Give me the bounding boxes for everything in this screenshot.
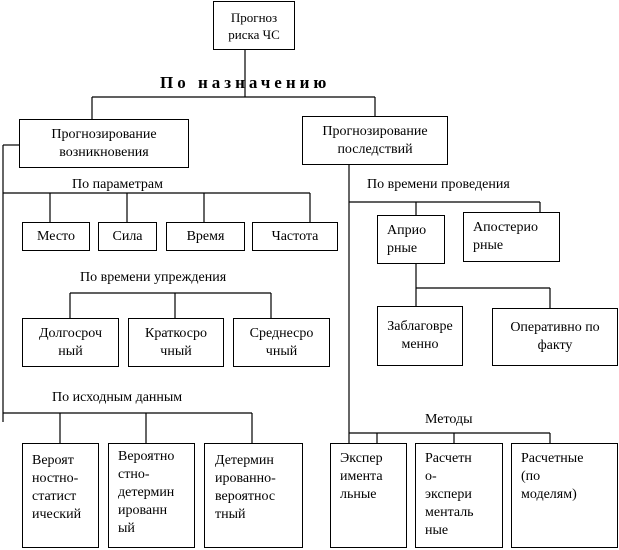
box-line: льные <box>340 487 377 502</box>
box-line: статист <box>32 489 77 504</box>
parameter-box: Сила <box>98 222 157 251</box>
box-line: Долгосроч <box>39 325 102 341</box>
time-box-aposteriori: Апостерио рные <box>463 212 560 262</box>
source-data-label: По исходным данным <box>52 390 183 405</box>
parameter-label: Сила <box>112 228 143 244</box>
box-line: чный <box>265 343 298 359</box>
box-line: о- <box>425 469 437 484</box>
box-line: Среднесро <box>249 325 314 341</box>
box-line: ированн <box>118 503 168 518</box>
box-line: Расчетные <box>521 451 584 466</box>
parameter-label: Время <box>186 228 225 244</box>
box-line: рные <box>387 241 418 256</box>
box-line: ический <box>32 507 82 522</box>
box-line: детермин <box>118 485 175 500</box>
box-line: Детермин <box>215 453 274 468</box>
apriori-sub-box: Заблаговре менно <box>377 306 463 366</box>
purpose-heading: По назначению <box>160 73 331 92</box>
occurrence-title-line: возникновения <box>59 144 149 160</box>
apriori-sub-box: Оперативно по факту <box>492 308 618 366</box>
parameter-label: Место <box>37 228 75 244</box>
time-box-apriori: Априо рные <box>377 215 445 264</box>
lead-time-box: Краткосро чный <box>128 318 224 367</box>
box-line: Вероят <box>32 453 74 468</box>
source-data-box: Детермин ированно- вероятнос тный <box>204 443 303 548</box>
box-line: (по <box>521 469 541 484</box>
box-line: Краткосро <box>145 325 207 341</box>
root-box: Прогноз риска ЧС <box>213 1 295 50</box>
box-line: экспери <box>425 487 472 502</box>
box-line: Экспер <box>340 451 383 466</box>
parameter-box: Частота <box>252 222 338 251</box>
box-line: вероятнос <box>215 489 276 504</box>
box-line: ный <box>58 343 83 359</box>
time-label: По времени проведения <box>367 177 510 192</box>
source-data-box: Вероят ностно- статист ический <box>22 443 99 548</box>
method-box: Расчетные (по моделям) <box>511 443 618 548</box>
consequences-title-line: Прогнозирование <box>322 123 428 139</box>
parameter-box: Место <box>22 222 90 251</box>
lead-time-label: По времени упреждения <box>80 270 227 285</box>
box-line: Апостерио <box>473 220 538 235</box>
parameters-label: По параметрам <box>72 177 163 192</box>
box-line: Априо <box>387 223 427 238</box>
box-line: Заблаговре <box>387 319 453 334</box>
box-line: менно <box>401 337 439 352</box>
box-line: чный <box>160 343 192 359</box>
box-line: менталь <box>425 505 474 520</box>
source-data-box: Вероятно стно- детермин ированн ый <box>108 443 195 548</box>
box-line: имента <box>340 469 383 484</box>
root-line: риска ЧС <box>228 26 280 42</box>
box-line: факту <box>537 338 573 353</box>
box-line: тный <box>215 507 246 522</box>
box-line: Вероятно <box>118 449 175 464</box>
occurrence-title-line: Прогнозирование <box>51 126 157 142</box>
box-line: ый <box>118 521 135 536</box>
box-line: рные <box>473 238 504 253</box>
box-line: моделям) <box>521 487 577 502</box>
consequences-title-line: последствий <box>337 141 413 157</box>
method-box: Экспер имента льные <box>330 443 407 548</box>
method-box: Расчетн о- экспери менталь ные <box>415 443 503 548</box>
occurrence-box: Прогнозирование возникновения <box>19 119 189 168</box>
box-line: ностно- <box>32 471 79 486</box>
lead-time-box: Долгосроч ный <box>22 318 119 367</box>
consequences-box: Прогнозирование последствий <box>302 116 448 165</box>
box-line: ированно- <box>215 471 276 486</box>
parameter-box: Время <box>166 222 245 251</box>
methods-label: Методы <box>425 412 473 427</box>
box-line: ные <box>425 523 449 538</box>
box-line: Расчетн <box>425 451 472 466</box>
box-line: Оперативно по <box>510 320 600 335</box>
lead-time-box: Среднесро чный <box>233 318 330 367</box>
box-line: стно- <box>118 467 150 482</box>
parameter-label: Частота <box>271 228 319 244</box>
root-line: Прогноз <box>230 9 278 25</box>
